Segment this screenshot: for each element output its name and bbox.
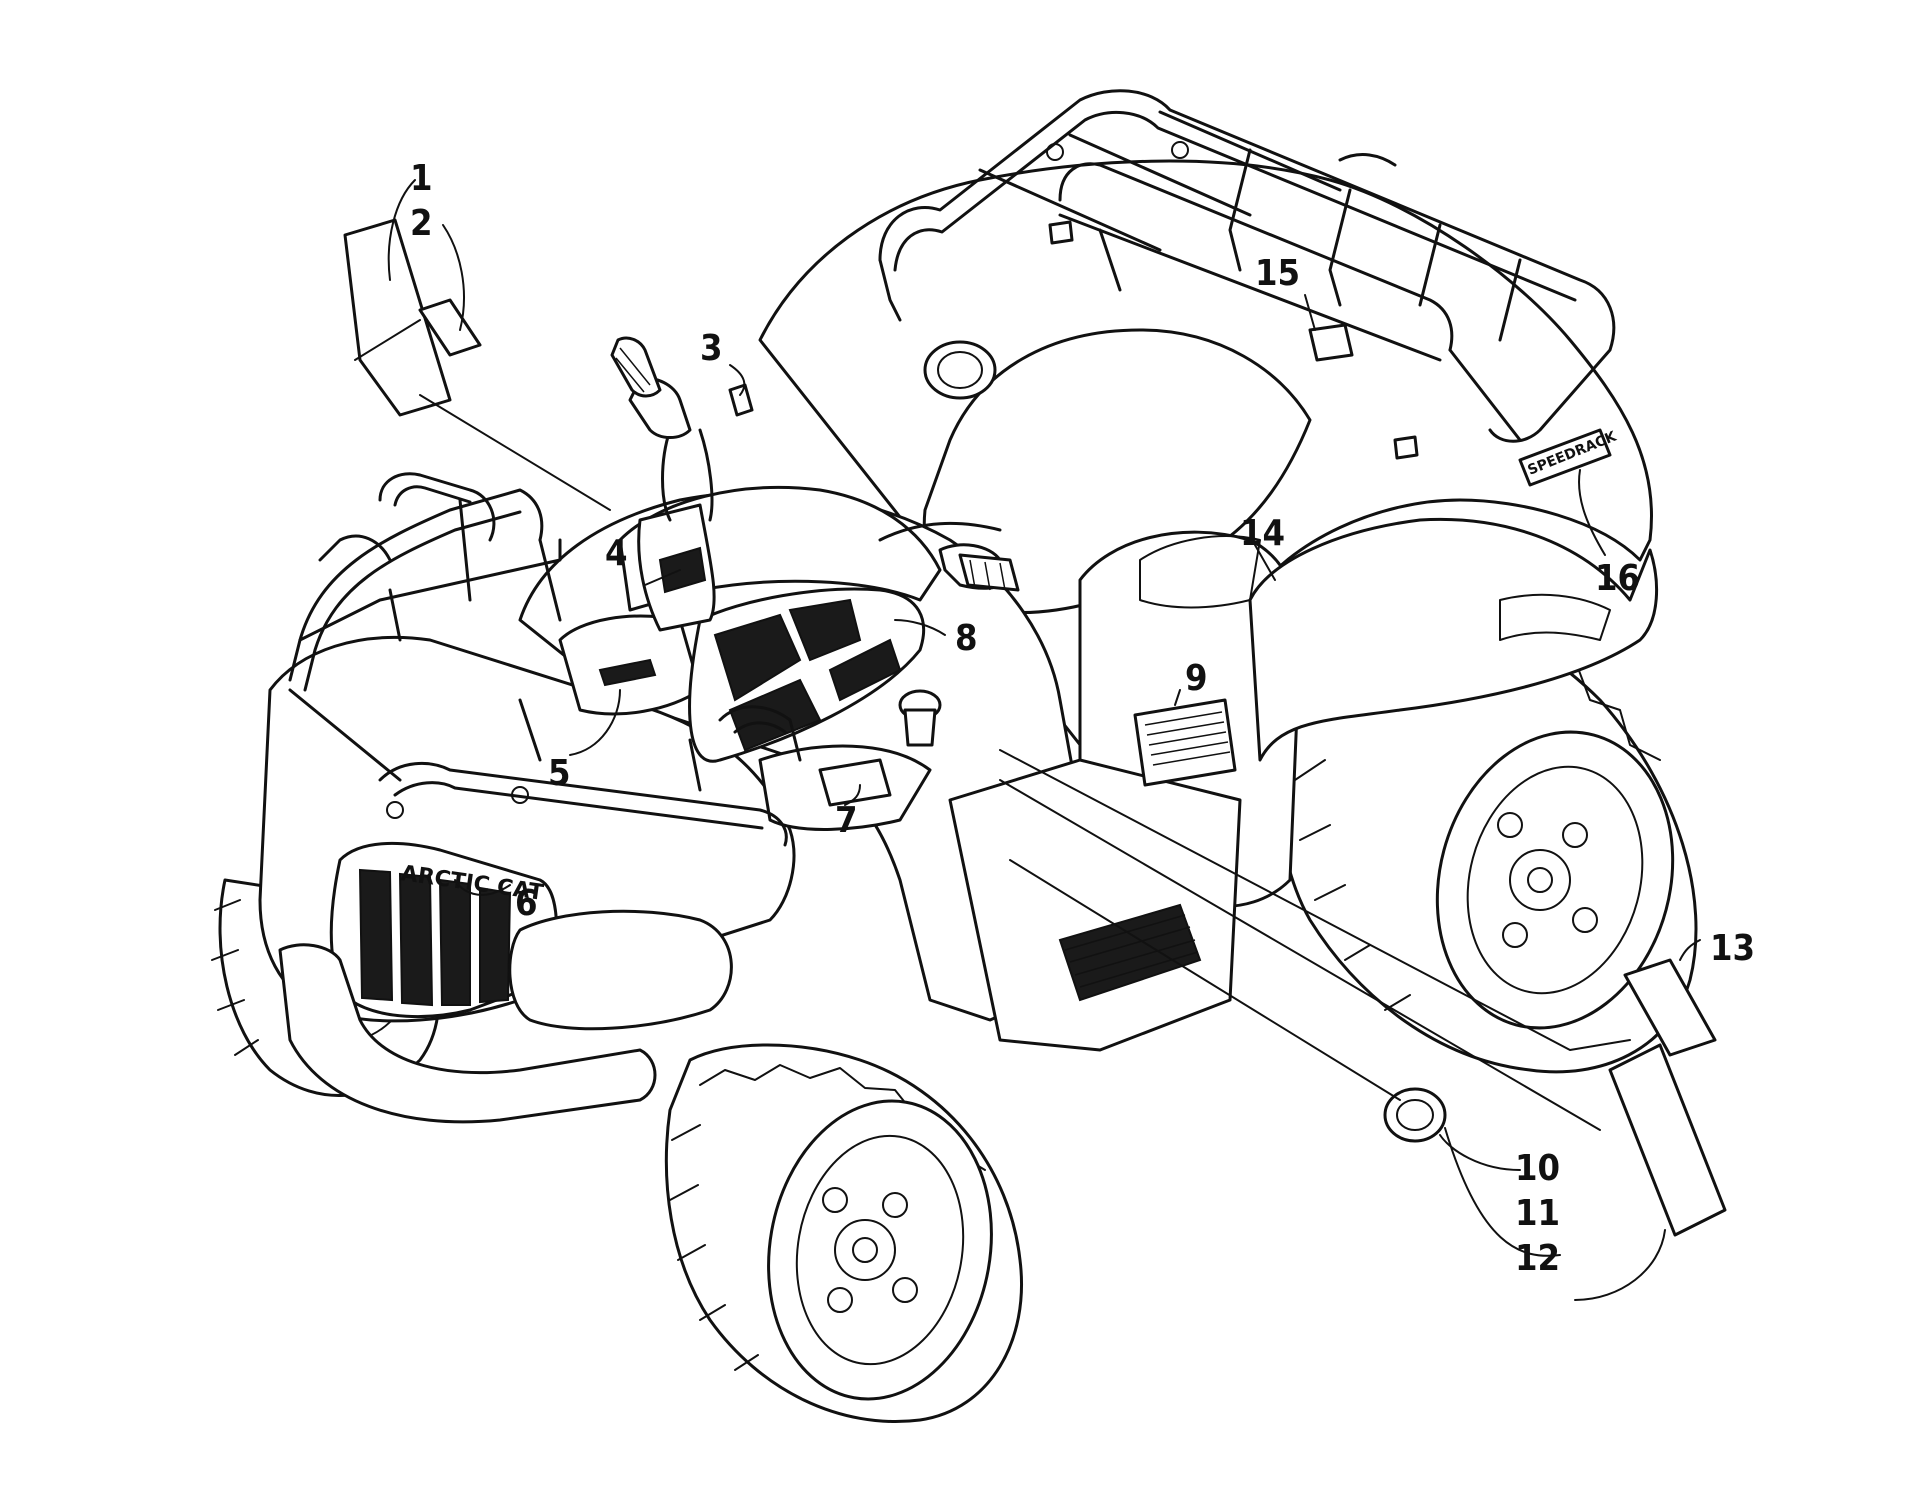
exploded-decals <box>343 218 1727 1237</box>
callout-7: 7 <box>835 800 858 841</box>
callout-2: 2 <box>410 203 433 244</box>
callout-15: 15 <box>1255 253 1300 294</box>
callout-4: 4 <box>605 533 628 574</box>
decal-12-shape <box>1608 1043 1727 1237</box>
callout-1: 1 <box>410 158 433 199</box>
grille-slats <box>358 868 512 1007</box>
callout-3: 3 <box>700 328 723 369</box>
callout-12: 12 <box>1515 1238 1560 1279</box>
callout-5: 5 <box>548 753 571 794</box>
callout-13: 13 <box>1710 928 1755 969</box>
decal-1-shape <box>343 218 452 417</box>
callout-8: 8 <box>955 618 978 659</box>
warning-label-decal <box>1133 698 1237 787</box>
front-rack <box>288 472 802 847</box>
front-right-wheel <box>664 1043 1023 1423</box>
rear-right-wheel <box>1275 593 1698 1074</box>
decal-3-shape <box>728 383 754 417</box>
decal-13-shape <box>1623 958 1717 1057</box>
callout-10: 10 <box>1515 1148 1560 1189</box>
callout-9: 9 <box>1185 658 1208 699</box>
decal-10-shape <box>1383 1087 1447 1143</box>
leader-lines <box>387 179 1701 1301</box>
callout-6: 6 <box>515 883 538 924</box>
callout-16: 16 <box>1595 558 1640 599</box>
callout-14: 14 <box>1240 513 1285 554</box>
atv-body: ARCTIC CAT <box>258 159 1659 1124</box>
callout-labels: 1 2 3 4 5 6 7 8 9 10 11 12 13 14 15 16 <box>410 158 1755 1279</box>
callout-11: 11 <box>1515 1193 1560 1234</box>
side-graphic-decal <box>713 598 902 752</box>
decal-2-shape <box>418 298 482 357</box>
